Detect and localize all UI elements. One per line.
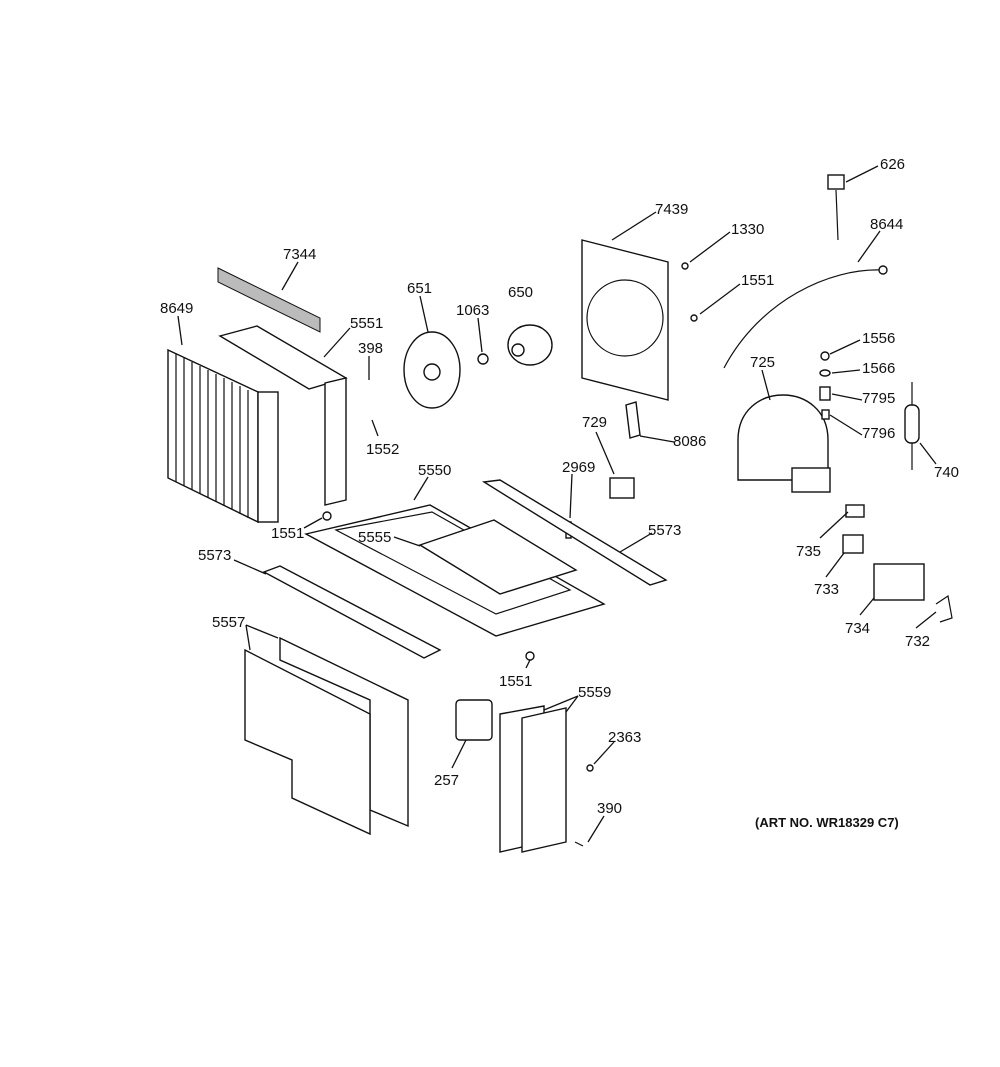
- part-washer-1566: [819, 369, 831, 377]
- part-tray-5555: [418, 519, 578, 595]
- callout-725[interactable]: 725: [750, 354, 775, 371]
- callout-5555[interactable]: 5555: [358, 529, 391, 546]
- callout-1556[interactable]: 1556: [862, 330, 895, 347]
- part-tube-8644: [723, 269, 883, 369]
- callout-626[interactable]: 626: [880, 156, 905, 173]
- callout-651[interactable]: 651: [407, 280, 432, 297]
- callout-5573-right[interactable]: 5573: [648, 522, 681, 539]
- part-screw-1551-b: [322, 511, 332, 521]
- callout-8086[interactable]: 8086: [673, 433, 706, 450]
- part-rail-5573-left: [262, 565, 442, 659]
- callout-729[interactable]: 729: [582, 414, 607, 431]
- part-wire-8086: [625, 401, 641, 439]
- part-condenser-8649: [167, 348, 279, 524]
- part-screw-2363: [586, 764, 594, 772]
- part-sleeve-7796: [821, 409, 830, 420]
- part-clip-732: [935, 594, 953, 623]
- part-timer-257: [455, 699, 493, 741]
- part-nut-1556: [820, 351, 830, 361]
- callout-2363[interactable]: 2363: [608, 729, 641, 746]
- callout-5550[interactable]: 5550: [418, 462, 451, 479]
- part-plug-626: [827, 174, 845, 241]
- callout-7796[interactable]: 7796: [862, 425, 895, 442]
- callout-398[interactable]: 398: [358, 340, 383, 357]
- callout-5551[interactable]: 5551: [350, 315, 383, 332]
- part-panel-5557: [244, 636, 409, 836]
- callout-740[interactable]: 740: [934, 464, 959, 481]
- part-washer-1063: [477, 353, 489, 365]
- callout-390[interactable]: 390: [597, 800, 622, 817]
- part-base-pan-5550: [304, 504, 606, 637]
- callout-733[interactable]: 733: [814, 581, 839, 598]
- callout-7344[interactable]: 7344: [283, 246, 316, 263]
- callout-1566[interactable]: 1566: [862, 360, 895, 377]
- callout-257[interactable]: 257: [434, 772, 459, 789]
- leader-lines: [177, 165, 937, 843]
- callout-732[interactable]: 732: [905, 633, 930, 650]
- part-foam-7344: [217, 267, 321, 333]
- callout-7795[interactable]: 7795: [862, 390, 895, 407]
- part-fan-bracket-7439: [581, 239, 669, 401]
- part-overload-cover-735: [845, 504, 865, 518]
- callout-5559[interactable]: 5559: [578, 684, 611, 701]
- part-panel-5559: [499, 705, 567, 853]
- callout-8649[interactable]: 8649: [160, 300, 193, 317]
- callout-1063[interactable]: 1063: [456, 302, 489, 319]
- part-compressor-725: [737, 394, 831, 493]
- part-grommet-7795: [819, 386, 831, 401]
- part-screw-1551: [690, 314, 698, 322]
- part-rail-5573-right: [481, 479, 668, 586]
- part-shroud-5551: [218, 325, 348, 506]
- callout-1552[interactable]: 1552: [366, 441, 399, 458]
- callout-1551-b[interactable]: 1551: [271, 525, 304, 542]
- callout-5557[interactable]: 5557: [212, 614, 245, 631]
- part-screw-1551-c: [525, 651, 535, 661]
- callout-734[interactable]: 734: [845, 620, 870, 637]
- part-fan-motor-650: [507, 324, 553, 366]
- callout-5573-left[interactable]: 5573: [198, 547, 231, 564]
- callout-1551-a[interactable]: 1551: [741, 272, 774, 289]
- part-relay-734: [873, 563, 925, 601]
- callout-8644[interactable]: 8644: [870, 216, 903, 233]
- part-overload-733: [842, 534, 864, 554]
- part-fan-blade-651: [403, 331, 461, 409]
- part-screw-1330: [681, 262, 689, 270]
- part-screw-390: [574, 841, 584, 847]
- callout-2969[interactable]: 2969: [562, 459, 595, 476]
- callout-1330[interactable]: 1330: [731, 221, 764, 238]
- callout-7439[interactable]: 7439: [655, 201, 688, 218]
- art-number: (ART NO. WR18329 C7): [755, 815, 899, 830]
- callout-650[interactable]: 650: [508, 284, 533, 301]
- tube-end: [878, 265, 888, 275]
- part-relay-729: [609, 477, 635, 499]
- callout-labels: 626 7439 1330 8644 7344 1551 651 1063 65…: [160, 156, 959, 830]
- callout-735[interactable]: 735: [796, 543, 821, 560]
- callout-1551-c[interactable]: 1551: [499, 673, 532, 690]
- part-drier-740: [904, 382, 920, 470]
